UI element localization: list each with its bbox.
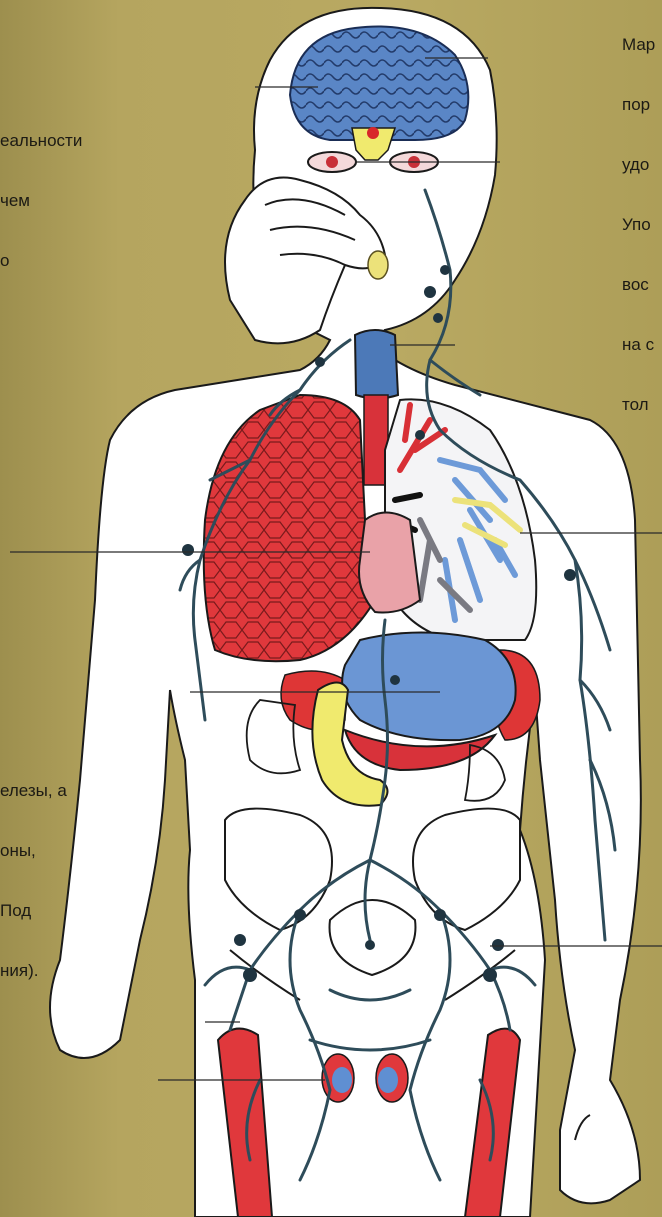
stomach bbox=[342, 633, 515, 741]
tonsil bbox=[368, 251, 388, 279]
brain-icon bbox=[290, 27, 468, 140]
pineal bbox=[367, 127, 379, 139]
thyroid bbox=[355, 330, 398, 399]
heart bbox=[359, 513, 420, 613]
